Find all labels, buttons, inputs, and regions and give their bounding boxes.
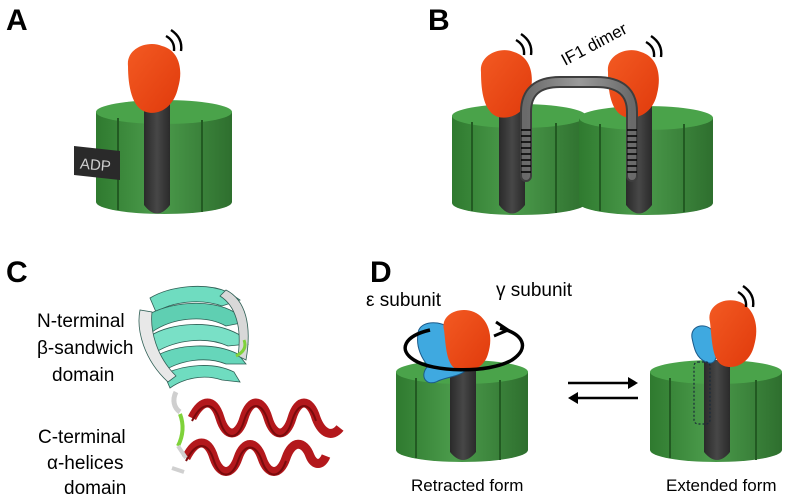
panel-c-letter: C xyxy=(6,256,28,289)
beta-sandwich-domain xyxy=(138,285,249,415)
panel-d: D ε subunit γ subunit xyxy=(366,256,782,495)
signal-arcs-icon xyxy=(515,33,533,56)
panel-b-letter: B xyxy=(428,4,450,37)
extended-form-label: Extended form xyxy=(666,476,777,495)
gamma-head-extended xyxy=(709,300,757,368)
head-b-right xyxy=(607,50,659,118)
alpha-helix-lower xyxy=(181,438,331,476)
panel-a-letter: A xyxy=(6,4,28,37)
epsilon-head-a xyxy=(127,44,181,113)
adp-box: ADP xyxy=(74,146,120,180)
gamma-shaft-b-left xyxy=(499,98,525,214)
rotation-arrow-icon xyxy=(403,320,525,372)
gamma-shaft-a xyxy=(144,95,170,214)
c-terminal-line-3: domain xyxy=(64,478,126,497)
panel-b: B xyxy=(428,4,713,215)
panel-c: C N-terminal β-sandwich domain C-termina… xyxy=(6,256,344,497)
n-terminal-line-1: N-terminal xyxy=(37,311,125,332)
gamma-head-retracted xyxy=(443,310,491,372)
panel-d-letter: D xyxy=(370,256,392,289)
head-b-left xyxy=(480,50,532,118)
panel-a: A ADP xyxy=(6,4,232,214)
c-terminal-line-1: C-terminal xyxy=(38,427,126,448)
green-hinge xyxy=(176,413,185,447)
equilibrium-arrows-icon xyxy=(568,377,638,404)
green-loop xyxy=(235,339,247,358)
gamma-subunit-label: γ subunit xyxy=(496,280,573,301)
signal-arcs-icon xyxy=(165,29,183,52)
n-terminal-line-3: domain xyxy=(52,365,114,386)
epsilon-subunit-extended xyxy=(691,325,717,364)
helix-connector xyxy=(171,444,188,474)
n-terminal-line-2: β-sandwich xyxy=(37,338,133,359)
epsilon-extended-outline xyxy=(693,361,711,425)
gamma-shaft-retracted xyxy=(450,360,476,460)
signal-arcs-icon xyxy=(645,35,663,58)
signal-arcs-icon xyxy=(737,285,755,308)
gamma-shaft-extended xyxy=(704,360,730,460)
alpha-helix-upper xyxy=(187,398,344,438)
epsilon-subunit-label: ε subunit xyxy=(366,290,442,311)
retracted-form-label: Retracted form xyxy=(411,476,523,495)
if1-dimer xyxy=(520,76,638,182)
adp-label: ADP xyxy=(79,156,111,176)
c-terminal-line-2: α-helices xyxy=(47,453,123,474)
